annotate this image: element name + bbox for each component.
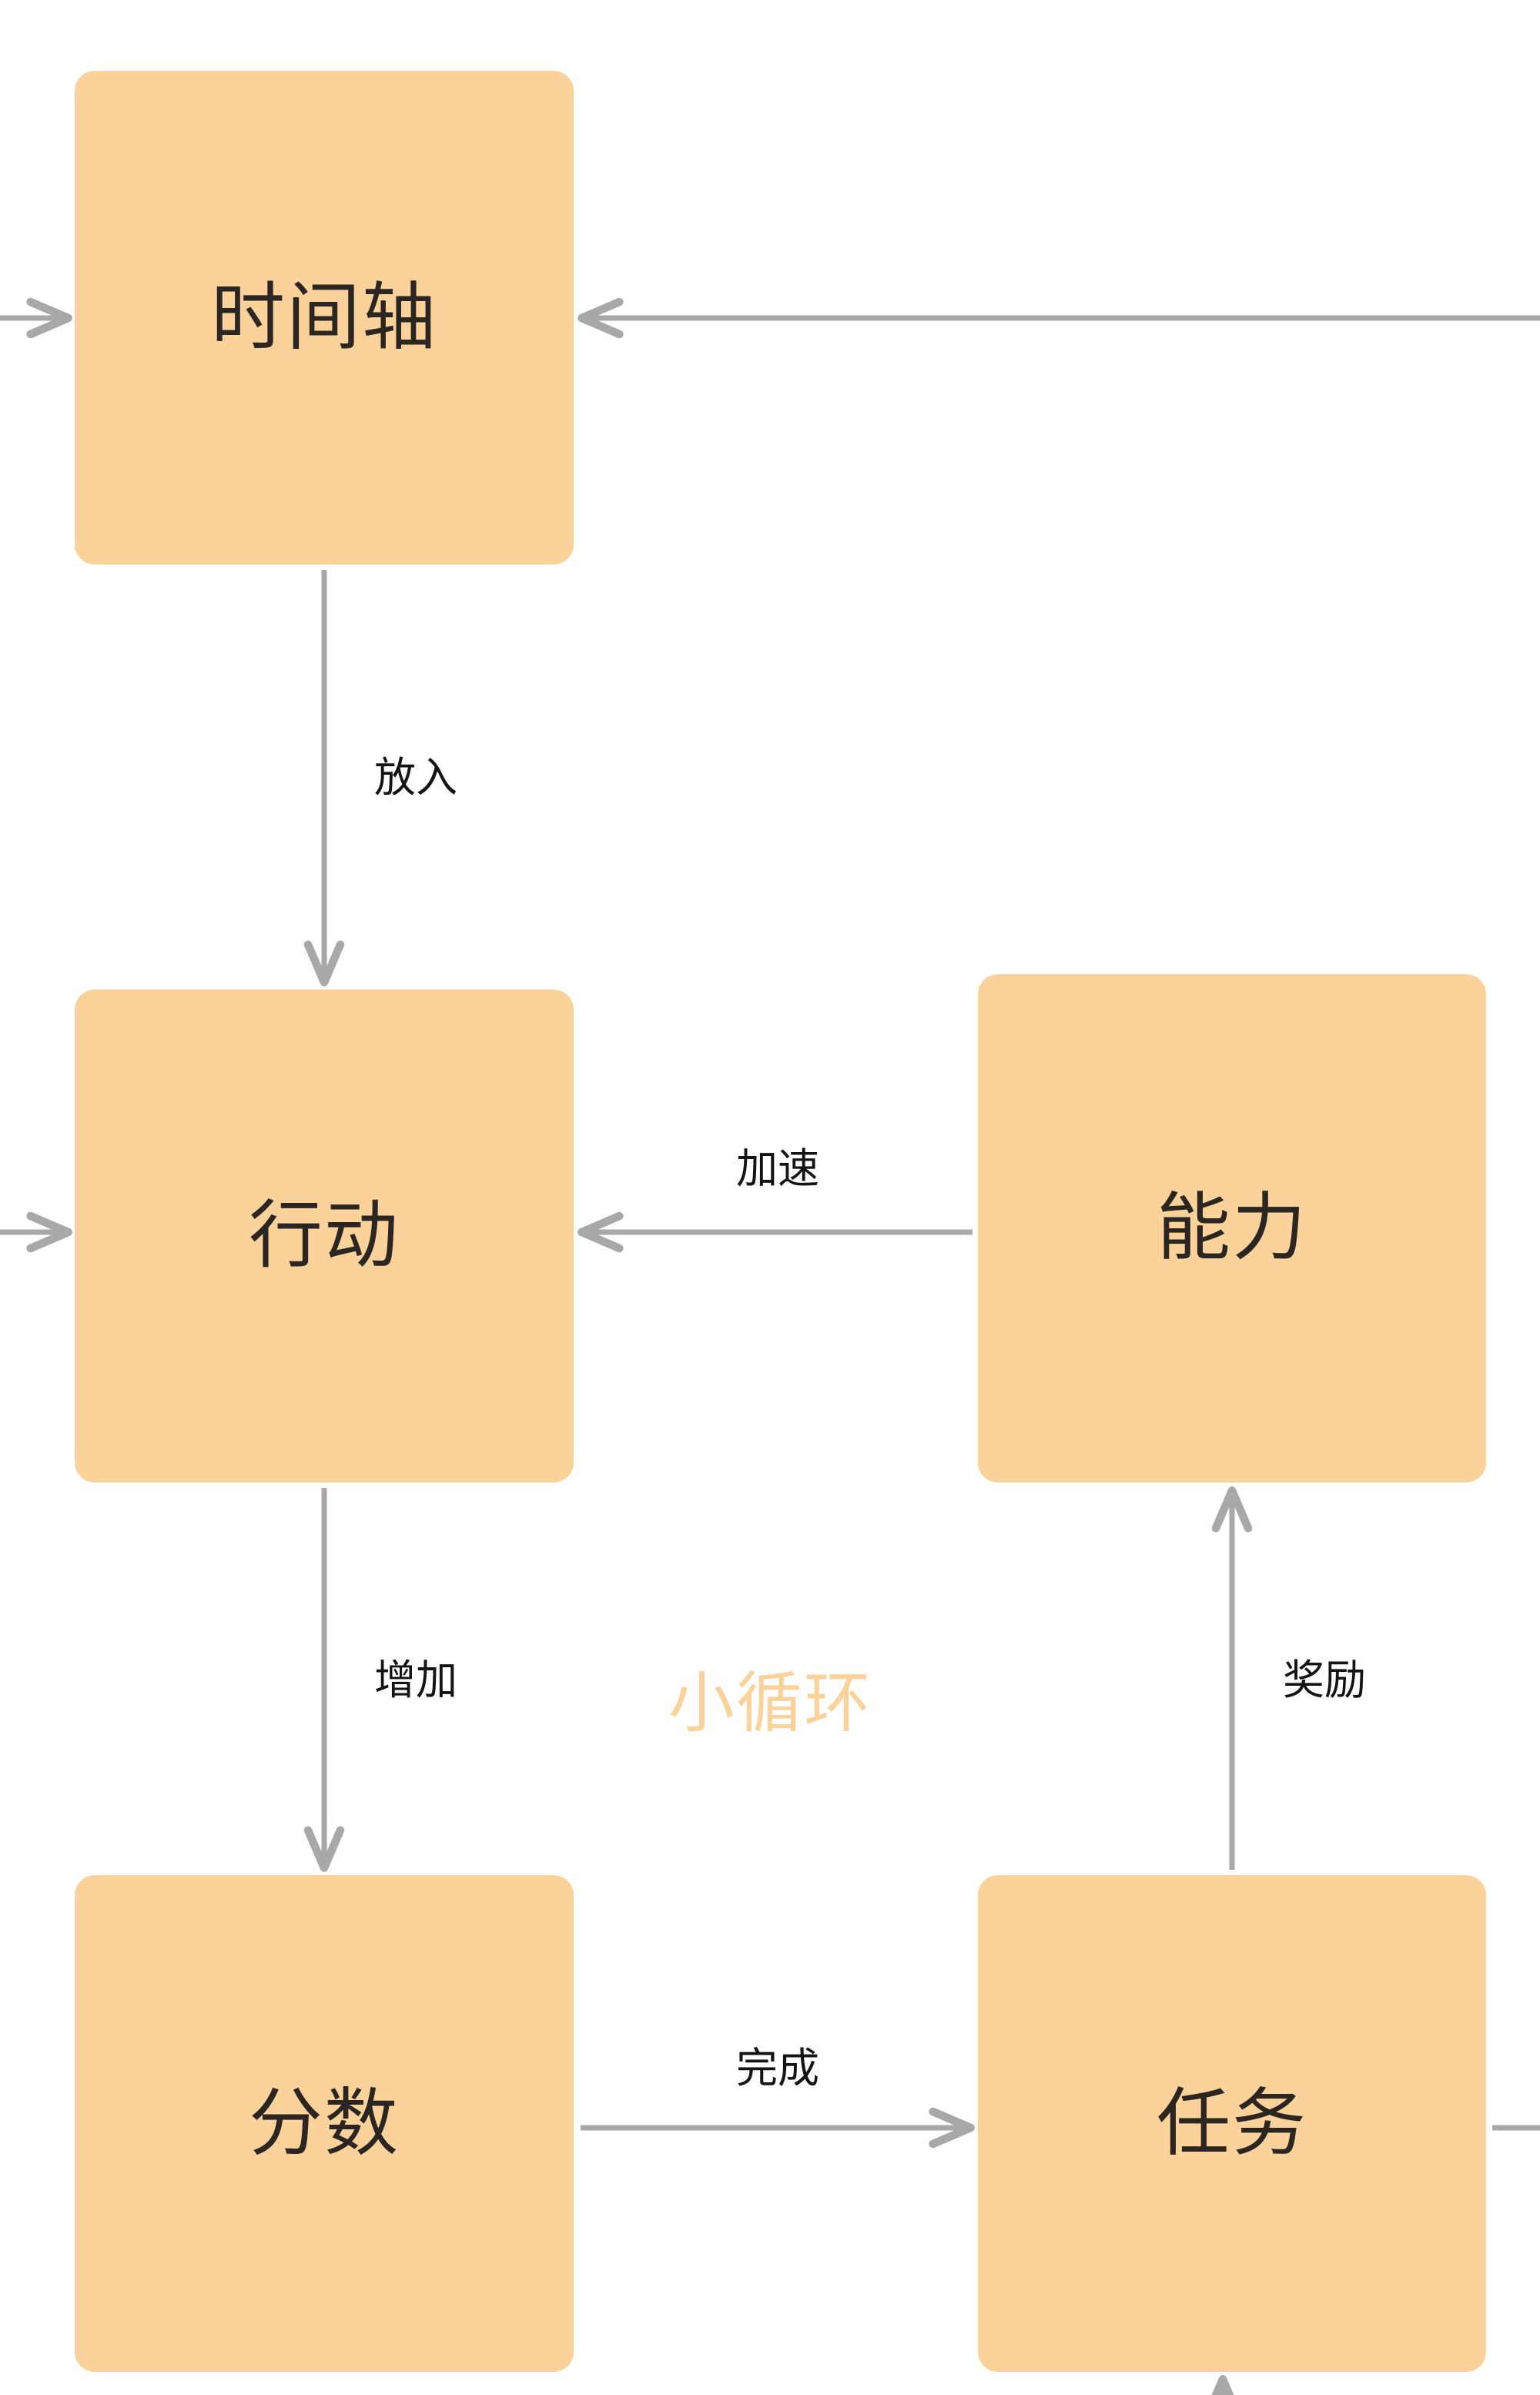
- node-action[interactable]: 行动: [75, 990, 574, 1482]
- edge-label-timeline-action: 放入: [374, 755, 457, 801]
- edge-label-task-ability: 奖励: [1283, 1657, 1366, 1703]
- node-task-label: 任务: [1157, 2082, 1307, 2165]
- node-ability[interactable]: 能力: [978, 974, 1486, 1482]
- node-timeline[interactable]: 时间轴: [75, 71, 574, 564]
- edge-label-action-score: 增加: [374, 1657, 457, 1703]
- node-score[interactable]: 分数: [75, 1875, 574, 2372]
- edge-label-ability-action: 加速: [736, 1146, 819, 1192]
- node-ability-label: 能力: [1157, 1187, 1307, 1269]
- loop-watermark-label: 小循环: [668, 1666, 872, 1740]
- node-score-label: 分数: [249, 2082, 400, 2165]
- node-timeline-label: 时间轴: [211, 276, 437, 359]
- node-action-label: 行动: [249, 1194, 400, 1277]
- edge-label-score-task: 完成: [736, 2045, 819, 2092]
- node-task[interactable]: 任务: [978, 1875, 1486, 2372]
